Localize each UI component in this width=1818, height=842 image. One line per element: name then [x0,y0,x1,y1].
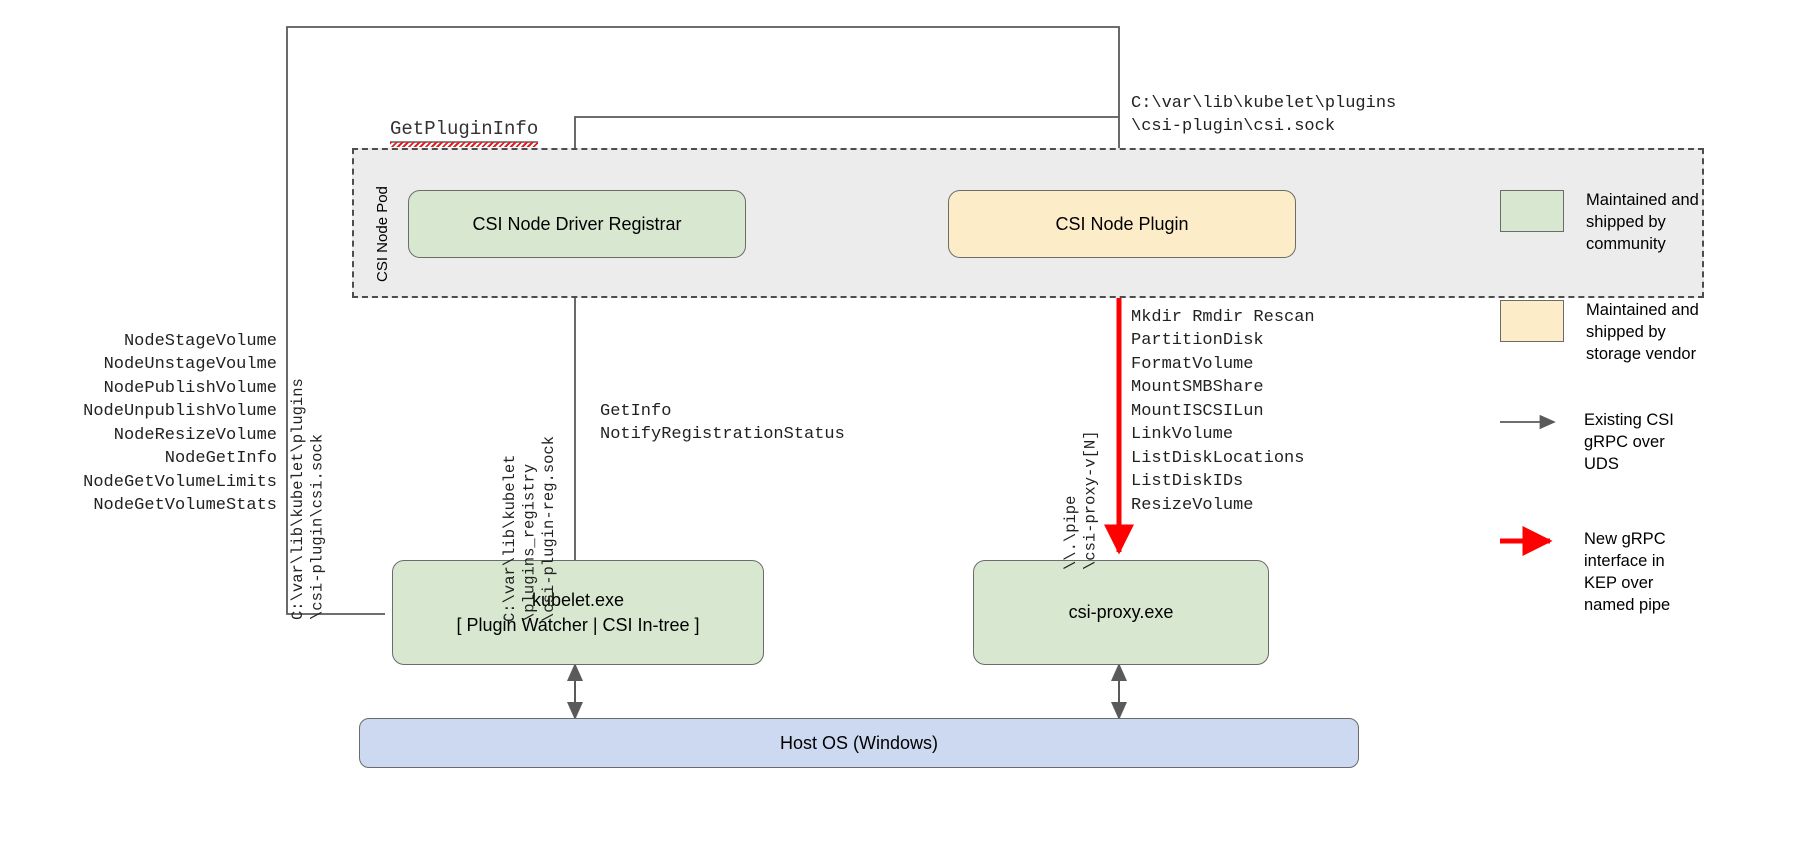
kubelet-exe-box[interactable]: kubelet.exe [ Plugin Watcher | CSI In-tr… [392,560,764,665]
csi-proxy-api-list: Mkdir Rmdir Rescan PartitionDisk FormatV… [1131,308,1315,515]
csi-node-pod-label: CSI Node Pod [374,186,391,282]
get-plugin-info-label: GetPluginInfo [390,118,539,147]
csi-node-driver-registrar-label: CSI Node Driver Registrar [472,213,682,234]
csi-proxy-exe-box[interactable]: csi-proxy.exe [973,560,1269,665]
kubelet-csi-sock-path-vertical: C:\var\lib\kubelet\plugins \csi-plugin\c… [289,378,327,620]
host-os-label: Host OS (Windows) [779,732,939,753]
legend-arrow-gray-icon [1500,410,1562,434]
legend-label-new-grpc: New gRPC interface in KEP over named pip… [1584,530,1671,615]
kubelet-exe-label: kubelet.exe [531,590,625,611]
legend-label-storage-vendor: Maintained and shipped by storage vendor [1586,300,1699,363]
legend: Maintained and shipped by community Main… [1500,190,1800,661]
legend-arrow-red-icon [1500,526,1562,557]
registration-api-list: GetInfo NotifyRegistrationStatus [600,402,845,445]
csi-proxy-exe-label: csi-proxy.exe [1068,602,1174,623]
csi-plugin-socket-path-label: C:\var\lib\kubelet\plugins \csi-plugin\c… [1131,94,1397,137]
named-pipe-path-vertical: \\.\pipe \csi-proxy-v[N] [1062,430,1100,570]
edge-kubelet-to-node-plugin [286,26,1127,615]
legend-item-storage-vendor: Maintained and shipped by storage vendor [1500,299,1800,366]
csi-node-driver-registrar-box[interactable]: CSI Node Driver Registrar [408,190,746,258]
legend-label-community: Maintained and shipped by community [1586,191,1699,253]
legend-item-community: Maintained and shipped by community [1500,190,1800,256]
kubelet-exe-sublabel: [ Plugin Watcher | CSI In-tree ] [456,614,700,635]
host-os-box[interactable]: Host OS (Windows) [359,718,1359,768]
legend-label-existing-csi: Existing CSI gRPC over UDS [1584,410,1674,473]
legend-item-new-grpc: New gRPC interface in KEP over named pip… [1500,526,1800,617]
node-service-api-list: NodeStageVolume NodeUnstageVoulme NodePu… [83,332,277,516]
legend-swatch-storage-vendor [1500,299,1564,342]
plugins-registry-sock-path-vertical: C:\var\lib\kubelet \plugins_registry \cs… [501,435,558,622]
csi-node-plugin-label: CSI Node Plugin [1055,213,1189,234]
legend-swatch-community [1500,190,1564,232]
csi-node-plugin-box[interactable]: CSI Node Plugin [948,190,1296,258]
legend-item-existing-csi: Existing CSI gRPC over UDS [1500,410,1800,476]
